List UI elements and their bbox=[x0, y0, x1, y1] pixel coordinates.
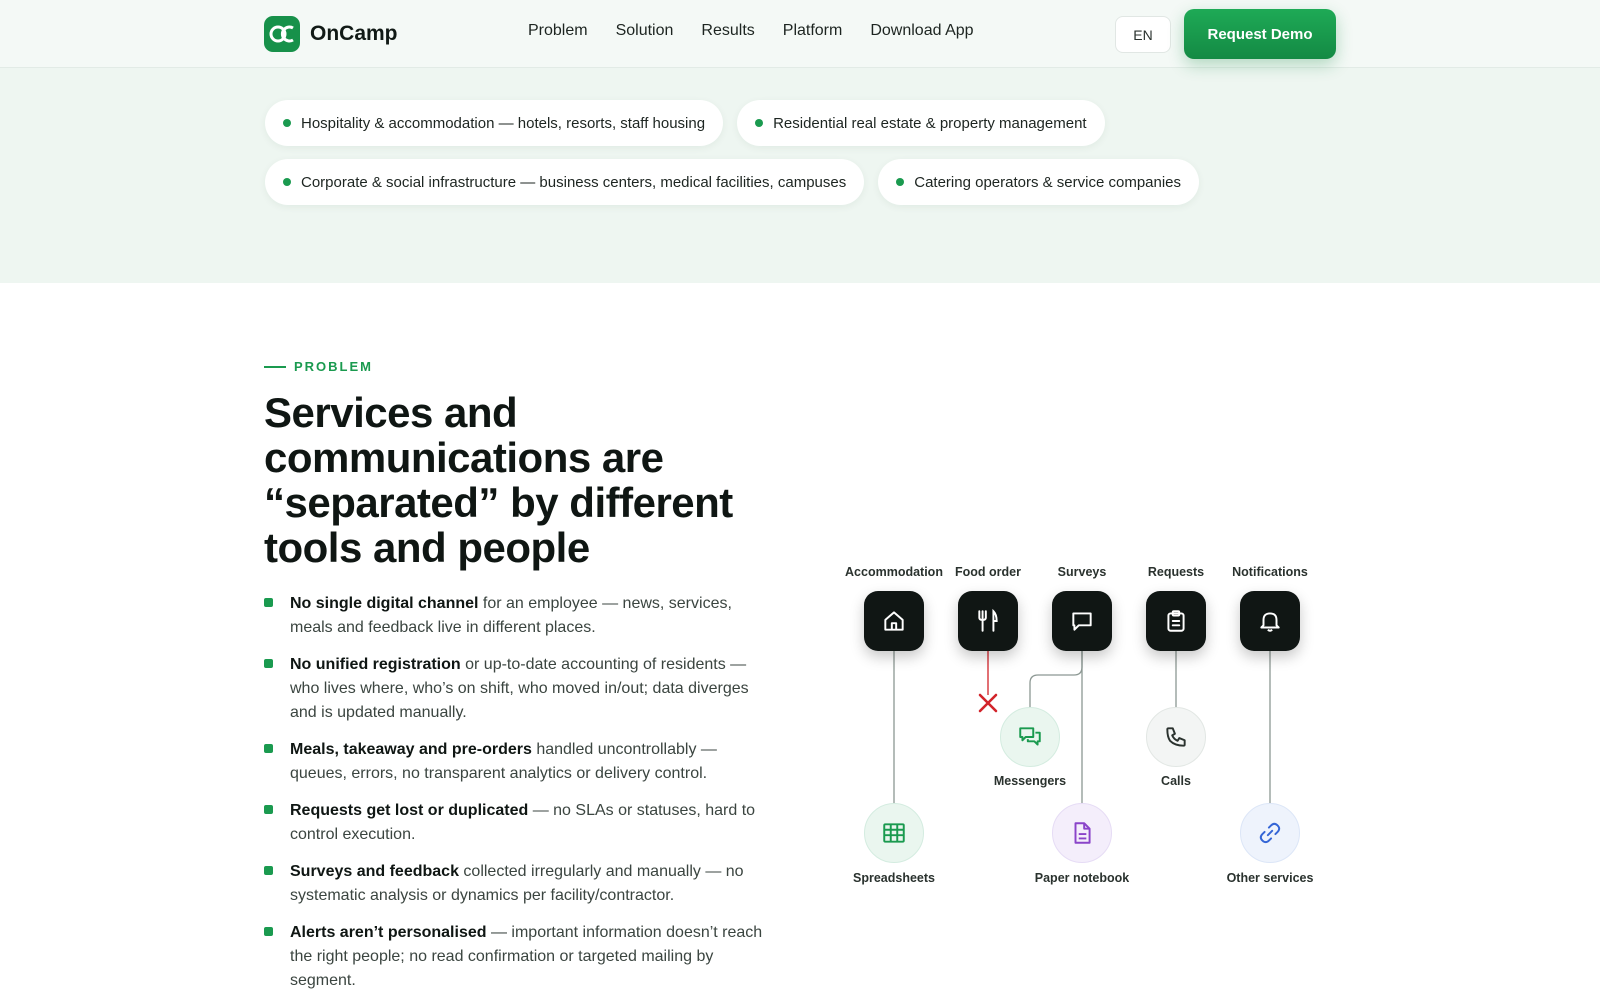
spreadsheet-icon bbox=[864, 803, 924, 863]
error-x-icon bbox=[976, 691, 1000, 720]
service-label-surveys: Surveys bbox=[1057, 565, 1107, 579]
bullet-dot bbox=[896, 178, 905, 186]
tool-label-spreadsheets: Spreadsheets bbox=[853, 871, 935, 885]
clipboard-icon bbox=[1146, 591, 1206, 651]
top-nav: OnCamp Problem Solution Results Platform… bbox=[0, 0, 1600, 68]
home-icon bbox=[864, 591, 924, 651]
brand-name: OnCamp bbox=[310, 22, 398, 45]
bullet-square bbox=[264, 866, 273, 875]
segments-row-2: Corporate & social infrastructure — busi… bbox=[265, 159, 1200, 205]
phone-icon bbox=[1146, 707, 1206, 767]
oncamp-logo-icon bbox=[264, 16, 300, 52]
section-headline: Services and communications are “separat… bbox=[264, 389, 733, 571]
nav-links: Problem Solution Results Platform Downlo… bbox=[528, 22, 974, 40]
bullet-square bbox=[264, 598, 273, 607]
bullet-dot bbox=[283, 178, 291, 186]
diagram-connectors bbox=[830, 641, 1330, 915]
bullet-square bbox=[264, 744, 273, 753]
segment-chip: Corporate & social infrastructure — busi… bbox=[265, 159, 865, 205]
segment-chip: Residential real estate & property manag… bbox=[737, 100, 1105, 146]
segment-chip: Catering operators & service companies bbox=[878, 159, 1200, 205]
language-selector[interactable]: EN bbox=[1115, 16, 1171, 53]
list-item: Surveys and feedback collected irregular… bbox=[264, 860, 774, 908]
list-item: Alerts aren’t personalised — important i… bbox=[264, 921, 774, 993]
list-item: Requests get lost or duplicated — no SLA… bbox=[264, 799, 774, 847]
section-eyebrow: PROBLEM bbox=[264, 359, 373, 374]
request-demo-button[interactable]: Request Demo bbox=[1184, 9, 1336, 59]
brand-logo[interactable]: OnCamp bbox=[264, 16, 398, 52]
bullet-dot bbox=[755, 119, 764, 127]
bell-icon bbox=[1240, 591, 1300, 651]
service-label-notifications: Notifications bbox=[1232, 565, 1308, 579]
service-label-requests: Requests bbox=[1147, 565, 1205, 579]
nav-link-download-app[interactable]: Download App bbox=[870, 22, 974, 39]
tool-label-paper-notebook: Paper notebook bbox=[1034, 871, 1130, 885]
segments-row-1: Hospitality & accommodation — hotels, re… bbox=[265, 100, 1105, 146]
fork-knife-icon bbox=[958, 591, 1018, 651]
nav-link-problem[interactable]: Problem bbox=[528, 22, 588, 39]
document-icon bbox=[1052, 803, 1112, 863]
list-item: No unified registration or up-to-date ac… bbox=[264, 653, 774, 725]
list-item: Meals, takeaway and pre-orders handled u… bbox=[264, 738, 774, 786]
tool-label-other-services: Other services bbox=[1226, 871, 1314, 885]
list-item: No single digital channel for an employe… bbox=[264, 592, 774, 640]
link-icon bbox=[1240, 803, 1300, 863]
eyebrow-line bbox=[264, 365, 286, 368]
segment-chip: Hospitality & accommodation — hotels, re… bbox=[265, 100, 724, 146]
bullet-dot bbox=[283, 119, 291, 127]
bullet-square bbox=[264, 659, 273, 668]
service-label-food-order: Food order bbox=[955, 565, 1021, 579]
problem-list: No single digital channel for an employe… bbox=[264, 592, 774, 1000]
bullet-square bbox=[264, 927, 273, 936]
tool-label-calls: Calls bbox=[1161, 774, 1191, 788]
service-label-accommodation: Accommodation bbox=[845, 565, 943, 579]
messenger-icon bbox=[1000, 707, 1060, 767]
bullet-square bbox=[264, 805, 273, 814]
nav-link-results[interactable]: Results bbox=[701, 22, 755, 39]
chat-bubble-icon bbox=[1052, 591, 1112, 651]
nav-link-platform[interactable]: Platform bbox=[782, 22, 843, 39]
tool-label-messengers: Messengers bbox=[993, 774, 1067, 788]
fragmentation-diagram: Accommodation Food order Surveys Request… bbox=[830, 555, 1330, 915]
nav-link-solution[interactable]: Solution bbox=[615, 22, 674, 39]
